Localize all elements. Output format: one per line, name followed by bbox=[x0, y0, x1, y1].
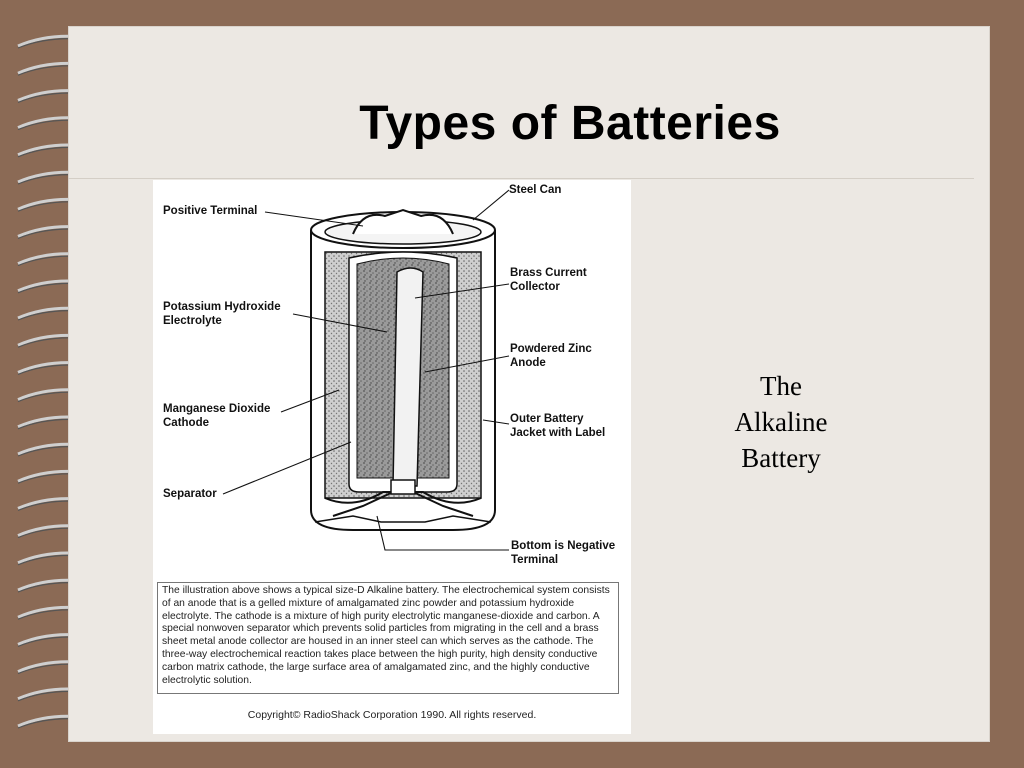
label-powdered-zinc: Powdered Zinc bbox=[510, 342, 592, 356]
label-terminal: Terminal bbox=[511, 553, 558, 567]
label-outer-battery: Outer Battery bbox=[510, 412, 584, 426]
label-brass-current: Brass Current bbox=[510, 266, 587, 280]
copyright-notice: Copyright© RadioShack Corporation 1990. … bbox=[153, 709, 631, 721]
caption-line: Battery bbox=[722, 440, 840, 476]
caption-line: The bbox=[722, 368, 840, 404]
label-bottom-negative: Bottom is Negative bbox=[511, 539, 615, 553]
figure-description: The illustration above shows a typical s… bbox=[157, 582, 619, 694]
label-collector: Collector bbox=[510, 280, 560, 294]
label-electrolyte: Electrolyte bbox=[163, 314, 222, 328]
label-potassium-hydroxide: Potassium Hydroxide bbox=[163, 300, 281, 314]
label-positive-terminal: Positive Terminal bbox=[163, 204, 257, 218]
label-manganese-dioxide: Manganese Dioxide bbox=[163, 402, 270, 416]
slide-title: Types of Batteries bbox=[300, 96, 840, 151]
label-anode: Anode bbox=[510, 356, 546, 370]
label-cathode: Cathode bbox=[163, 416, 209, 430]
label-separator: Separator bbox=[163, 487, 217, 501]
label-jacket-with-label: Jacket with Label bbox=[510, 426, 605, 440]
caption-line: Alkaline bbox=[722, 404, 840, 440]
slide-caption: The Alkaline Battery bbox=[752, 368, 810, 476]
title-divider bbox=[68, 178, 974, 179]
label-steel-can: Steel Can bbox=[509, 183, 561, 197]
brass-collector-shape bbox=[393, 268, 423, 486]
